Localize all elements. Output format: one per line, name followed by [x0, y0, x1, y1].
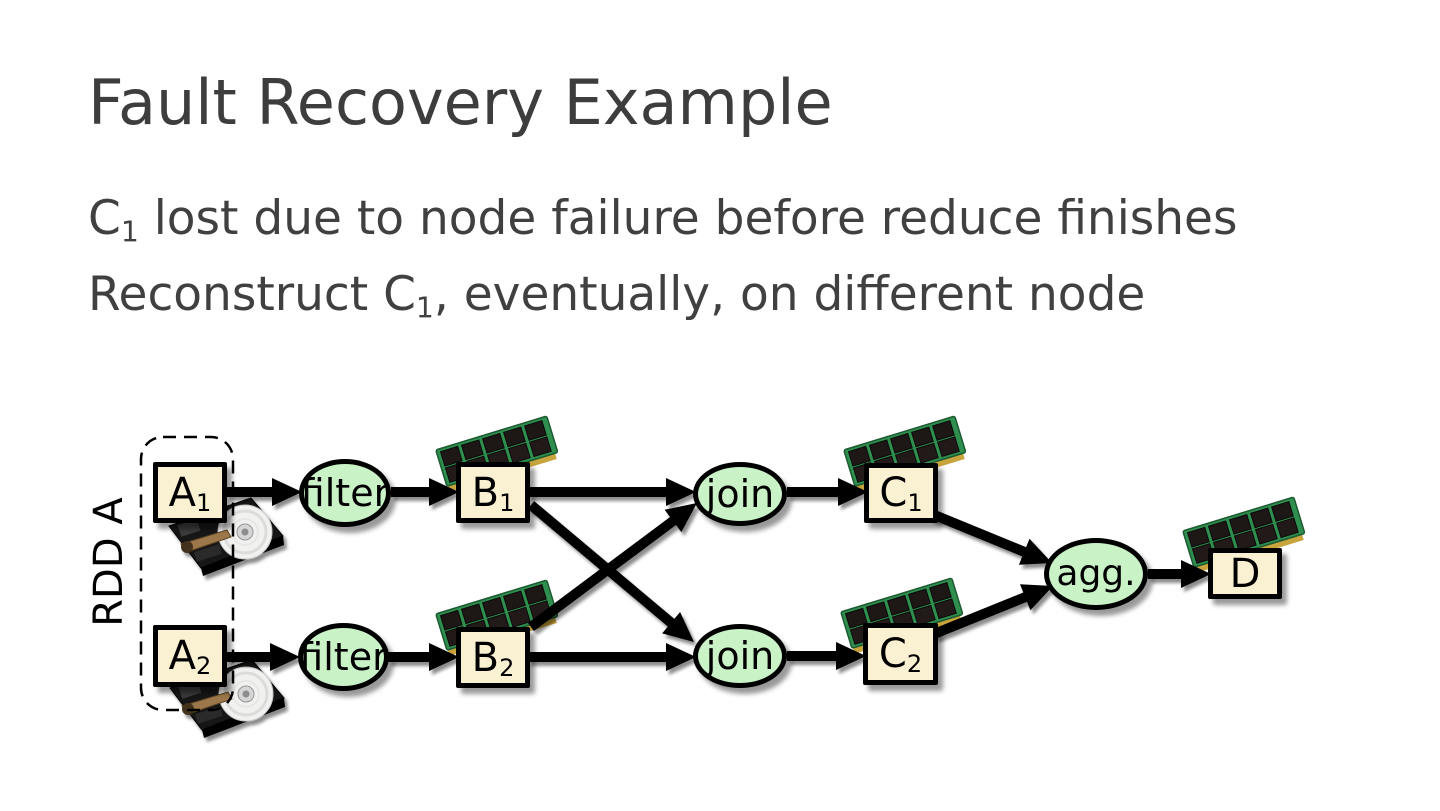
- op-filter-1: filter: [299, 459, 391, 527]
- rdd-a-label: RDD A: [86, 497, 132, 627]
- op-agg: agg.: [1044, 538, 1148, 610]
- op-filter-2: filter: [298, 623, 389, 691]
- partition-d: D: [1208, 548, 1282, 599]
- op-join-1: join: [693, 462, 787, 526]
- slide-title: Fault Recovery Example: [88, 66, 833, 139]
- body-line-2: Reconstruct C1, eventually, on different…: [88, 267, 1146, 325]
- subscript: 1: [120, 215, 139, 249]
- subscript: 1: [415, 291, 434, 325]
- op-join-2: join: [693, 624, 787, 688]
- body-line-1: C1 lost due to node failure before reduc…: [88, 191, 1238, 249]
